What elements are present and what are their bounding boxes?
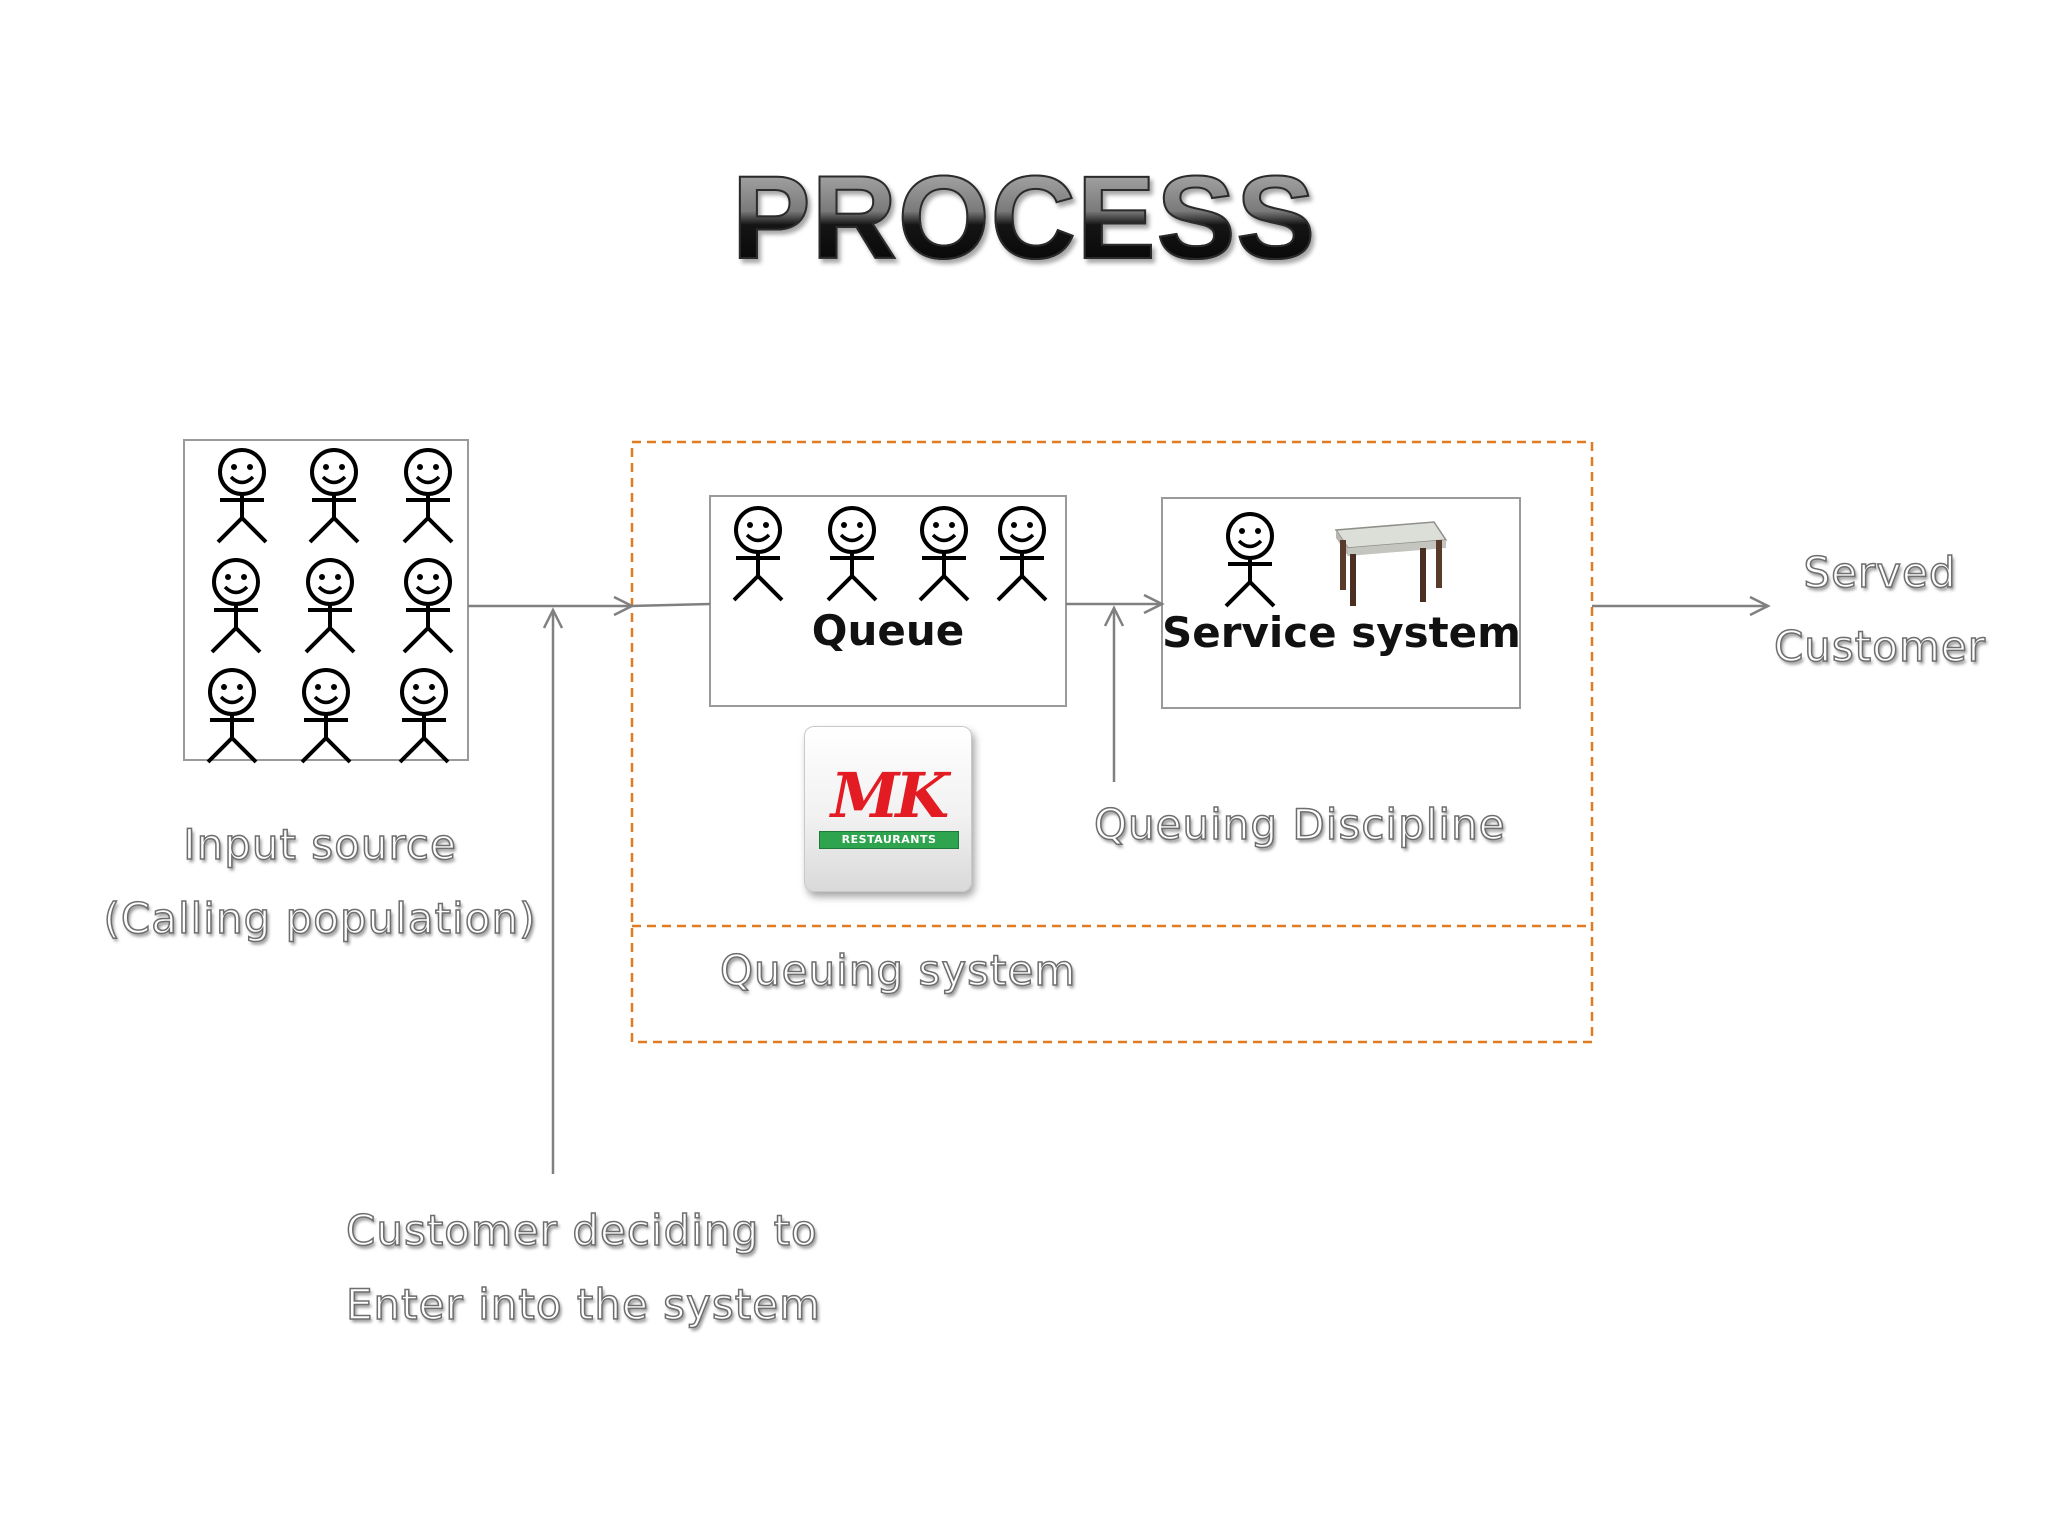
input-source-label: Input source (Calling population) bbox=[80, 808, 560, 956]
served-customer-label: Served Customer bbox=[1740, 536, 2020, 684]
logo-band: RESTAURANTS bbox=[819, 831, 959, 849]
page-title: PROCESS bbox=[0, 150, 2048, 286]
queue-label: Queue bbox=[811, 606, 965, 655]
customer-deciding-label: Customer deciding to Enter into the syst… bbox=[345, 1194, 822, 1342]
mk-restaurants-logo: MK RESTAURANTS bbox=[804, 726, 972, 892]
queue-box bbox=[709, 495, 1067, 707]
service-system-label: Service system bbox=[1162, 608, 1521, 657]
logo-text: MK bbox=[830, 759, 950, 832]
customer-deciding-line1: Customer deciding to bbox=[345, 1205, 818, 1256]
queuing-system-label: Queuing system bbox=[719, 945, 1077, 996]
served-line2: Customer bbox=[1773, 621, 1986, 672]
table-icon bbox=[1334, 521, 1448, 606]
input-source-line2: (Calling population) bbox=[103, 893, 537, 944]
queuing-system-boundary bbox=[630, 440, 1594, 1044]
served-line1: Served bbox=[1803, 547, 1957, 598]
queuing-discipline-label: Queuing Discipline bbox=[1093, 799, 1506, 850]
input-source-line1: Input source bbox=[182, 819, 457, 870]
customer-deciding-line2: Enter into the system bbox=[345, 1279, 822, 1330]
line-boundary-to-queue bbox=[631, 602, 711, 608]
